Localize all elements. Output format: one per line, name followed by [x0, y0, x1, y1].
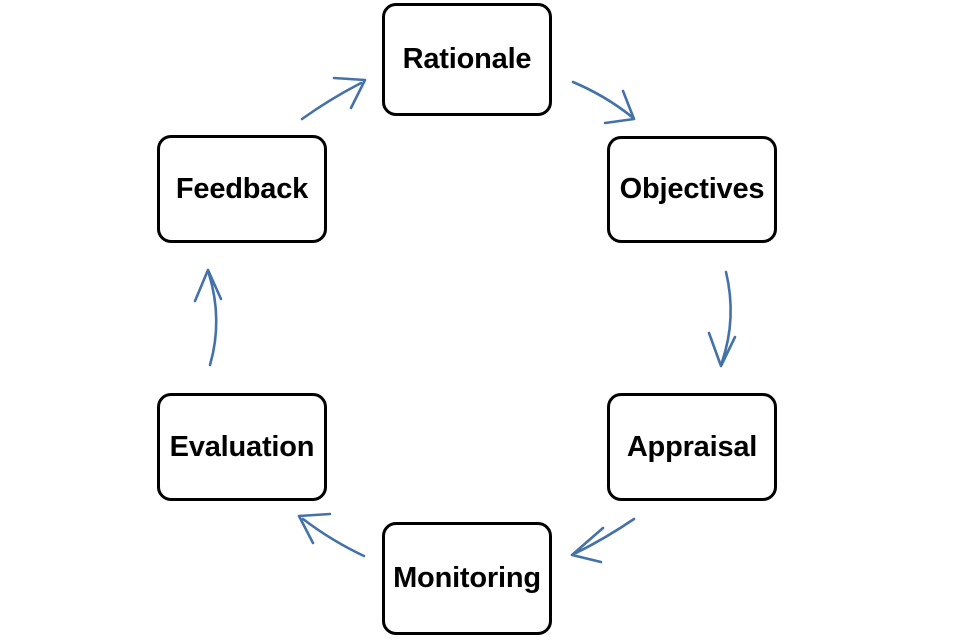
node-label-monitoring: Monitoring	[393, 562, 541, 594]
arrow-evaluation-to-feedback	[193, 268, 223, 367]
node-label-rationale: Rationale	[402, 43, 532, 75]
node-label-objectives: Objectives	[619, 173, 765, 205]
arrow-monitoring-to-evaluation	[297, 512, 366, 558]
node-rationale[interactable]: Rationale	[382, 3, 552, 116]
node-feedback[interactable]: Feedback	[157, 135, 327, 243]
node-label-appraisal: Appraisal	[626, 430, 758, 463]
arrow-rationale-to-objectives	[571, 80, 636, 125]
node-objectives[interactable]: Objectives	[607, 136, 777, 243]
node-appraisal[interactable]: Appraisal	[607, 393, 777, 501]
arrow-appraisal-to-monitoring	[570, 517, 636, 564]
node-label-evaluation: Evaluation	[169, 430, 315, 463]
node-label-feedback: Feedback	[175, 172, 309, 205]
node-evaluation[interactable]: Evaluation	[157, 393, 327, 501]
arrow-objectives-to-appraisal	[707, 270, 737, 368]
node-monitoring[interactable]: Monitoring	[382, 522, 552, 635]
arrow-feedback-to-rationale	[300, 76, 367, 121]
